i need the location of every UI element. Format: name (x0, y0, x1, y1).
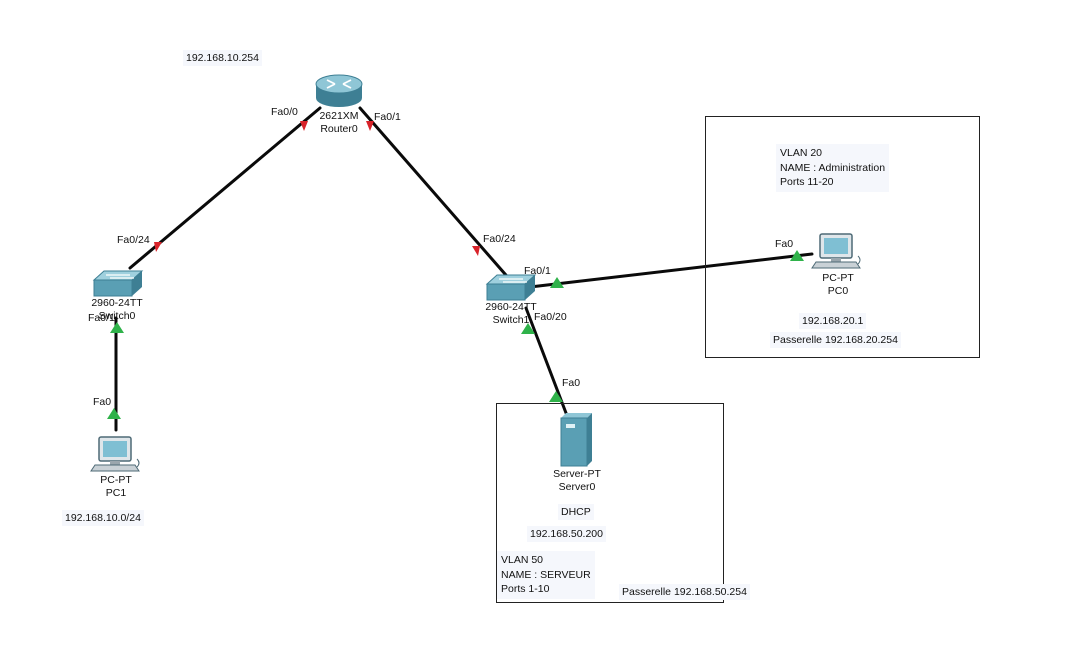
router-ip-note: 192.168.10.254 (183, 50, 262, 66)
vlan20-ports: Ports 11-20 (780, 176, 834, 188)
port-label-pc1-fa0: Fa0 (93, 396, 112, 408)
switch-icon[interactable] (485, 274, 537, 301)
cable-router-switch1[interactable] (358, 106, 514, 284)
link-up-indicator (550, 277, 564, 288)
vlan50-ports: Ports 1-10 (501, 583, 550, 595)
port-label-sw0-fa01: Fa0/1 (88, 312, 115, 324)
switch1-model: 2960-24TT (485, 301, 537, 313)
vlan50-name: NAME : SERVEUR (501, 568, 591, 581)
router-name: Router0 (320, 123, 358, 135)
vlan20-id: VLAN 20 (780, 147, 823, 159)
link-up-indicator (790, 250, 804, 261)
pc1-model: PC-PT (100, 474, 132, 486)
link-down-indicator (154, 242, 162, 252)
server-dhcp-note: DHCP (558, 504, 594, 520)
pc1-label[interactable]: PC-PT PC1 (90, 474, 142, 500)
port-label-pc0-fa0: Fa0 (775, 238, 794, 250)
port-label-router-fa00: Fa0/0 (271, 106, 298, 118)
vlan20-note: VLAN 20 NAME : Administration Ports 11-2… (776, 144, 890, 192)
link-down-indicator (472, 246, 480, 256)
server0-model: Server-PT (553, 468, 601, 480)
switch1-name: Switch1 (492, 314, 530, 326)
cable-router-switch0[interactable] (128, 106, 322, 270)
switch1-label[interactable]: 2960-24TT Switch1 (480, 301, 542, 327)
server0-name: Server0 (558, 481, 596, 493)
vlan20-name: NAME : Administration (780, 161, 886, 174)
pc0-name: PC0 (827, 285, 849, 297)
cable-switch1-server0[interactable] (524, 306, 568, 415)
link-down-indicator (366, 121, 374, 131)
port-label-sw1-fa024: Fa0/24 (483, 233, 516, 245)
link-up-indicator (521, 323, 535, 334)
pc1-network-note: 192.168.10.0/24 (62, 510, 144, 526)
pc0-gateway-note: Passerelle 192.168.20.254 (770, 332, 901, 348)
port-label-server-fa0: Fa0 (562, 377, 581, 389)
pc1-name: PC1 (105, 487, 127, 499)
pc0-model: PC-PT (822, 272, 854, 284)
port-label-sw0-fa024: Fa0/24 (117, 234, 150, 246)
link-up-indicator (110, 322, 124, 333)
server0-label[interactable]: Server-PT Server0 (546, 468, 608, 494)
switch0-model: 2960-24TT (91, 297, 143, 309)
router-model: 2621XM (319, 110, 359, 122)
vlan50-id: VLAN 50 (501, 554, 544, 566)
port-label-router-fa01: Fa0/1 (374, 111, 401, 123)
link-up-indicator (549, 391, 563, 402)
cable-switch1-pc0[interactable] (528, 252, 814, 289)
vlan50-note: VLAN 50 NAME : SERVEUR Ports 1-10 (497, 551, 595, 599)
port-label-sw1-fa01: Fa0/1 (524, 265, 551, 277)
link-down-indicator (300, 121, 308, 131)
vlan50-area (496, 403, 724, 603)
pc-icon[interactable] (811, 233, 861, 269)
vlan20-area (705, 116, 980, 358)
pc0-label[interactable]: PC-PT PC0 (812, 272, 864, 298)
cables (114, 106, 814, 432)
pc0-ip-note: 192.168.20.1 (799, 313, 867, 329)
switch0-name: Switch0 (98, 310, 136, 322)
port-label-sw1-fa020: Fa0/20 (534, 311, 567, 323)
server-gateway-note: Passerelle 192.168.50.254 (619, 584, 750, 600)
switch0-label[interactable]: 2960-24TT Switch0 (86, 297, 148, 323)
link-indicators (107, 121, 804, 419)
router-icon[interactable] (315, 74, 363, 107)
pc-icon[interactable] (90, 436, 140, 472)
router-label[interactable]: 2621XM Router0 (312, 110, 366, 136)
server-ip-note: 192.168.50.200 (527, 526, 606, 542)
link-up-indicator (107, 408, 121, 419)
switch-icon[interactable] (92, 270, 144, 297)
server-icon[interactable] (560, 413, 592, 467)
